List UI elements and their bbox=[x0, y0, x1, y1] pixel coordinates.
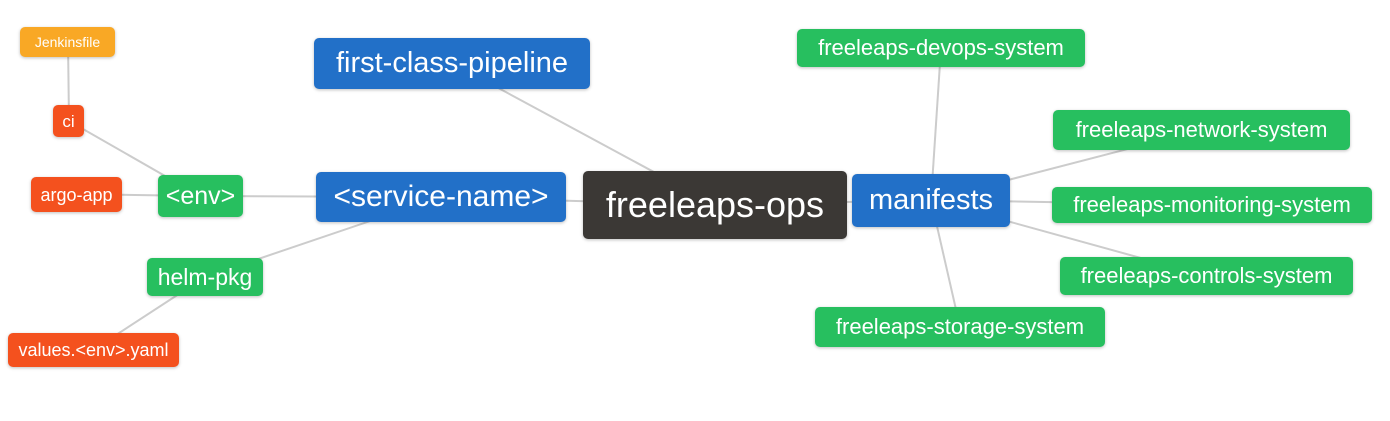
node-freeleaps-monitoring-system[interactable]: freeleaps-monitoring-system bbox=[1052, 187, 1372, 223]
node-ci[interactable]: ci bbox=[53, 105, 84, 137]
node-freeleaps-controls-system[interactable]: freeleaps-controls-system bbox=[1060, 257, 1353, 295]
node-freeleaps-network-system[interactable]: freeleaps-network-system bbox=[1053, 110, 1350, 150]
node-freeleaps-devops-system[interactable]: freeleaps-devops-system bbox=[797, 29, 1085, 67]
node-freeleaps-storage-system[interactable]: freeleaps-storage-system bbox=[815, 307, 1105, 347]
node-service-name[interactable]: <service-name> bbox=[316, 172, 566, 222]
node-manifests[interactable]: manifests bbox=[852, 174, 1010, 227]
node-values-env-yaml[interactable]: values.<env>.yaml bbox=[8, 333, 179, 367]
node-helm-pkg[interactable]: helm-pkg bbox=[147, 258, 263, 296]
node-freeleaps-ops[interactable]: freeleaps-ops bbox=[583, 171, 847, 239]
node-jenkinsfile[interactable]: Jenkinsfile bbox=[20, 27, 115, 57]
node-first-class-pipeline[interactable]: first-class-pipeline bbox=[314, 38, 590, 89]
node-env[interactable]: <env> bbox=[158, 175, 243, 217]
node-argo-app[interactable]: argo-app bbox=[31, 177, 122, 212]
